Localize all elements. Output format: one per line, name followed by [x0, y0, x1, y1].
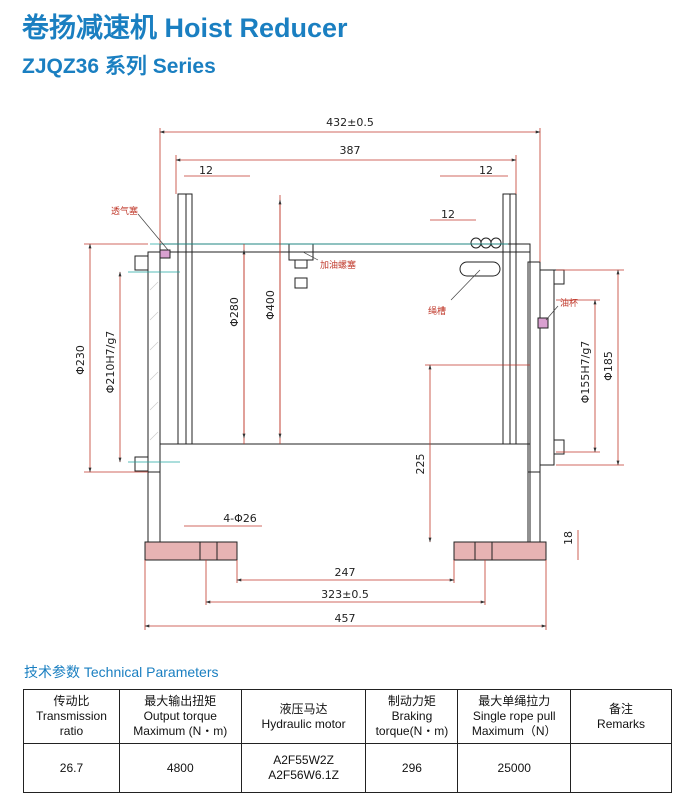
dim-hole-span: 247: [335, 566, 356, 579]
header-ratio: 传动比 Transmission ratio: [23, 689, 120, 744]
dim-base-thickness: 18: [562, 531, 575, 545]
callout-vent-plug: 透气塞: [111, 205, 138, 217]
dim-flange-right: 12: [479, 164, 493, 177]
dim-d210: Φ210H7/g7: [104, 331, 117, 394]
dim-groove-pitch: 12: [441, 208, 455, 221]
dim-hole-span-outer: 323±0.5: [321, 588, 369, 601]
page-title: 卷扬减速机 Hoist Reducer: [22, 13, 348, 43]
callout-rope-groove: 绳槽: [428, 305, 446, 317]
dim-d280: Φ280: [228, 297, 241, 327]
dim-overall-width: 432±0.5: [326, 116, 374, 129]
header-remarks: 备注 Remarks: [570, 689, 672, 744]
dim-d155: Φ155H7/g7: [579, 341, 592, 404]
dim-center-height: 225: [414, 454, 427, 475]
header-braking: 制动力矩 Braking torque(N・m): [365, 689, 459, 744]
dim-holes: 4-Φ26: [223, 512, 257, 525]
dim-inner-width: 387: [340, 144, 361, 157]
header-torque: 最大输出扭矩 Output torque Maximum (N・m): [118, 689, 242, 744]
cell-remarks: [570, 743, 672, 793]
dim-flange-left: 12: [199, 164, 213, 177]
cell-torque: 4800: [118, 743, 242, 793]
params-heading: 技术参数 Technical Parameters: [24, 664, 219, 680]
cell-pull: 25000: [457, 743, 572, 793]
dim-d400: Φ400: [264, 290, 277, 320]
callout-oil-cup: 油杯: [560, 297, 578, 309]
technical-drawing: 432±0.5 387 12 12 12 Φ230 Φ210H7/g7 Φ280…: [74, 116, 624, 630]
series-subtitle: ZJQZ36 系列 Series: [22, 55, 216, 78]
dim-d230: Φ230: [74, 345, 87, 375]
reducer-body: [134, 193, 565, 561]
dim-d185: Φ185: [602, 351, 615, 381]
dim-base-length: 457: [335, 612, 356, 625]
cell-ratio: 26.7: [23, 743, 120, 793]
cell-braking: 296: [365, 743, 459, 793]
cell-motor: A2F55W2Z A2F56W6.1Z: [240, 743, 367, 793]
callout-filler-plug: 加油螺塞: [320, 259, 356, 271]
header-motor: 液压马达 Hydraulic motor: [240, 689, 367, 744]
technical-parameters-table: 传动比 Transmission ratio 最大输出扭矩 Output tor…: [23, 689, 672, 793]
header-pull: 最大单绳拉力 Single rope pull Maximum（N）: [457, 689, 572, 744]
table-header-row: 传动比 Transmission ratio 最大输出扭矩 Output tor…: [23, 689, 672, 744]
table-row: 26.7 4800 A2F55W2Z A2F56W6.1Z 296 25000: [23, 743, 672, 793]
